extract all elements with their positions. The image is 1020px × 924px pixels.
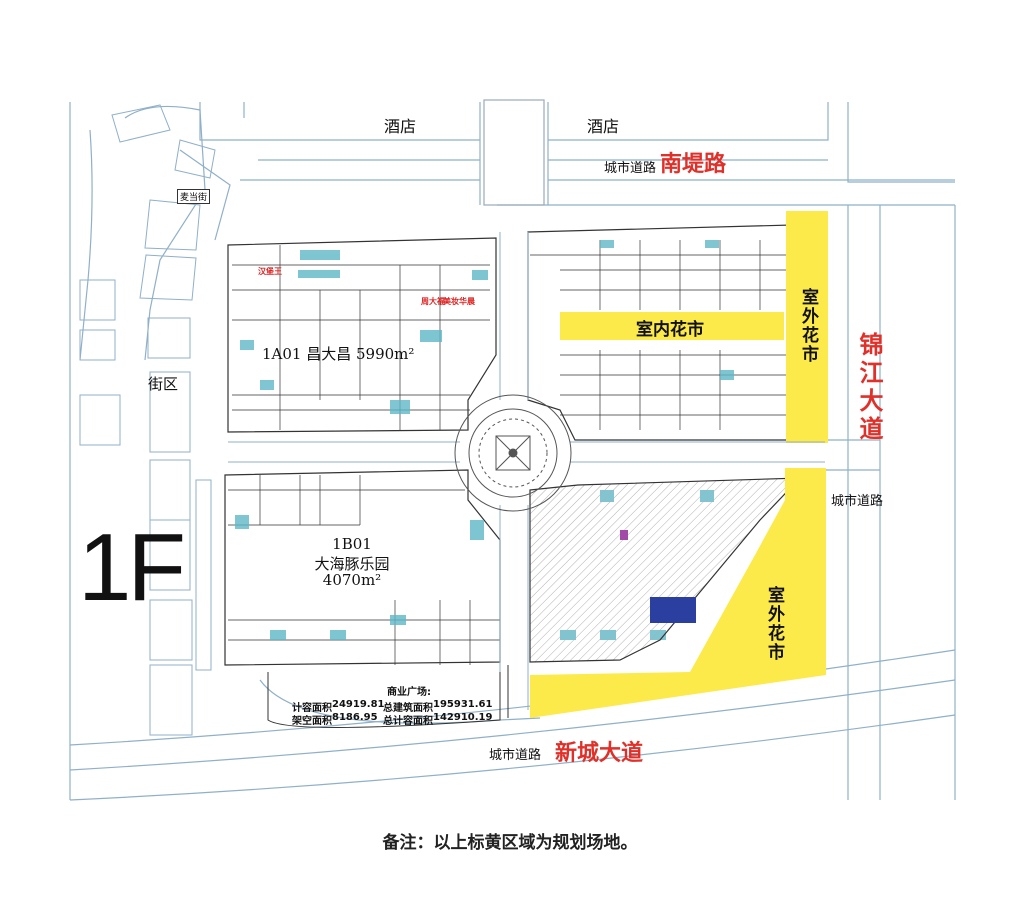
footnote: 备注：以上标黄区域为规划场地。 <box>382 833 638 853</box>
shop-tag: 汉堡王 <box>258 267 282 276</box>
indoor-flower-label: 室内花市 <box>636 320 704 340</box>
hotel-right-label: 酒店 <box>587 117 620 136</box>
outdoor-flower-market-bottom <box>530 468 826 718</box>
outdoor-flower-bottom-label: 室外花市 <box>764 586 784 662</box>
anchor-b01-name: 大海豚乐园 <box>314 555 390 573</box>
blue-block <box>650 597 696 623</box>
hotel-left-label: 酒店 <box>384 117 417 136</box>
top-road-prefix: 城市道路 <box>604 161 657 176</box>
stats-right-1-label: 总计容面积 <box>383 716 433 727</box>
planned-areas <box>530 211 828 718</box>
stats-right-1-value: 142910.19 <box>433 712 493 723</box>
stats-left-0-value: 24919.81 <box>332 699 385 710</box>
hatched-building <box>529 477 802 663</box>
right-road-name: 锦江大道 <box>855 332 883 444</box>
outdoor-flower-market-top <box>786 211 828 443</box>
left-blocks <box>79 104 216 736</box>
stats-left-1-label: 架空面积 <box>292 716 332 727</box>
outdoor-flower-top-label: 室外花市 <box>798 288 818 364</box>
shop-tag: 周大福 <box>421 297 445 306</box>
bottom-road-prefix: 城市道路 <box>489 748 542 763</box>
anchor-b01-code: 1B01 <box>332 535 372 553</box>
roundabout <box>228 232 825 710</box>
bottom-road-name: 新城大道 <box>555 741 644 766</box>
shop-tag: 美妆华晨 <box>443 297 475 306</box>
anchor-b01-area: 4070m² <box>322 571 382 589</box>
stats-title: 商业广场: <box>387 687 431 698</box>
floor-label: 1F <box>78 514 186 621</box>
shop-partitions <box>228 240 790 665</box>
stats-left-0-label: 计容面积 <box>292 703 332 714</box>
top-road-name: 南堤路 <box>660 152 727 177</box>
anchor-a01: 1A01 昌大昌 5990m² <box>262 345 415 363</box>
stats-right-0-label: 总建筑面积 <box>383 703 433 714</box>
right-road-prefix: 城市道路 <box>831 494 884 509</box>
podium <box>267 665 509 728</box>
stats-right-0-value: 195931.61 <box>433 699 493 710</box>
small-street-label: 麦当街 <box>177 189 211 204</box>
indoor-flower-market <box>560 312 784 340</box>
district-label: 街区 <box>148 375 179 393</box>
stats-left-1-value: 8186.95 <box>332 712 378 723</box>
